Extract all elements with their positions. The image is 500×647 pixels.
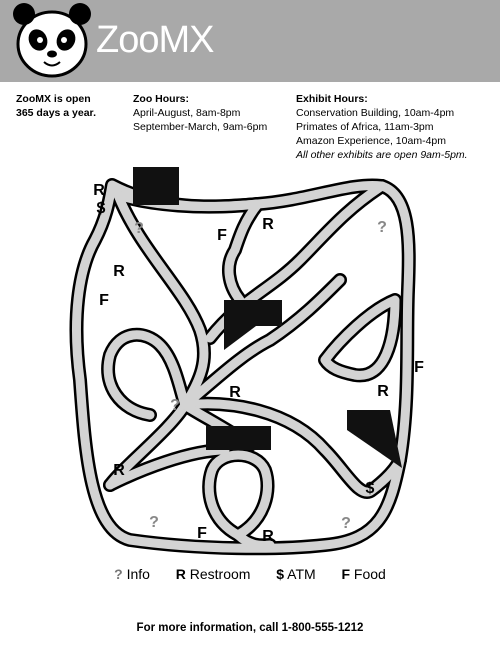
building-east (347, 410, 402, 468)
map-paths (69, 178, 416, 556)
open-days-line1: ZooMX is open (16, 93, 91, 105)
exhibit-hours-amazon: Amazon Experience, 10am-4pm (296, 135, 446, 147)
zoo-hours-block: Zoo Hours: April-August, 8am-8pm Septemb… (133, 92, 283, 134)
info-marker: ? (377, 219, 387, 236)
header-banner: ZooMX (0, 0, 500, 82)
food-marker: F (99, 292, 109, 309)
food-marker: F (197, 525, 207, 542)
zoo-map: R $ ? F R ? R F F R R ? R $ ? F R ? (69, 167, 424, 556)
info-marker: ? (341, 515, 351, 532)
legend-restroom-symbol: R (175, 566, 186, 582)
exhibit-hours-primates: Primates of Africa, 11am-3pm (296, 121, 434, 133)
info-marker: ? (170, 397, 180, 414)
zoo-hours-title: Zoo Hours: (133, 93, 189, 105)
restroom-marker: R (262, 216, 274, 233)
legend-atm-symbol: $ (276, 566, 285, 582)
food-marker: F (217, 227, 227, 244)
atm-marker: $ (97, 200, 106, 217)
map-symbols: R $ ? F R ? R F F R R ? R $ ? F R ? (93, 182, 424, 545)
food-marker: F (414, 359, 424, 376)
brand-name: ZooMX (96, 18, 214, 62)
panda-logo-icon (13, 3, 91, 78)
legend-info-symbol: ? (114, 566, 123, 582)
restroom-marker: R (93, 182, 105, 199)
exhibit-hours-title: Exhibit Hours: (296, 93, 368, 105)
restroom-marker: R (262, 528, 274, 545)
zoo-hours-summer: April-August, 8am-8pm (133, 107, 241, 119)
map-legend: ? Info R Restroom $ ATM F Food (0, 566, 500, 582)
building-north (133, 167, 179, 205)
legend-food-label: Food (353, 566, 386, 582)
exhibit-hours-note: All other exhibits are open 9am-5pm. (296, 149, 468, 161)
open-days-block: ZooMX is open 365 days a year. (16, 92, 121, 120)
building-south (206, 426, 271, 450)
zoo-hours-winter: September-March, 9am-6pm (133, 121, 268, 133)
atm-marker: $ (366, 480, 375, 497)
info-marker: ? (134, 220, 144, 237)
legend-atm-label: ATM (287, 566, 316, 582)
brand-name-mx: MX (158, 19, 214, 61)
contact-footer: For more information, call 1-800-555-121… (136, 622, 364, 634)
info-marker: ? (149, 514, 159, 531)
exhibit-hours-block: Exhibit Hours: Conservation Building, 10… (296, 92, 496, 162)
open-days-line2: 365 days a year. (16, 107, 96, 119)
restroom-marker: R (113, 263, 125, 280)
restroom-marker: R (377, 383, 389, 400)
restroom-marker: R (113, 462, 125, 479)
legend-info-label: Info (126, 566, 150, 582)
exhibit-hours-conservation: Conservation Building, 10am-4pm (296, 107, 455, 119)
brand-name-zoo: Zoo (96, 19, 159, 61)
legend-restroom-label: Restroom (189, 566, 251, 582)
building-center (224, 300, 282, 350)
restroom-marker: R (229, 384, 241, 401)
buildings (133, 167, 402, 468)
legend-food-symbol: F (341, 566, 351, 582)
